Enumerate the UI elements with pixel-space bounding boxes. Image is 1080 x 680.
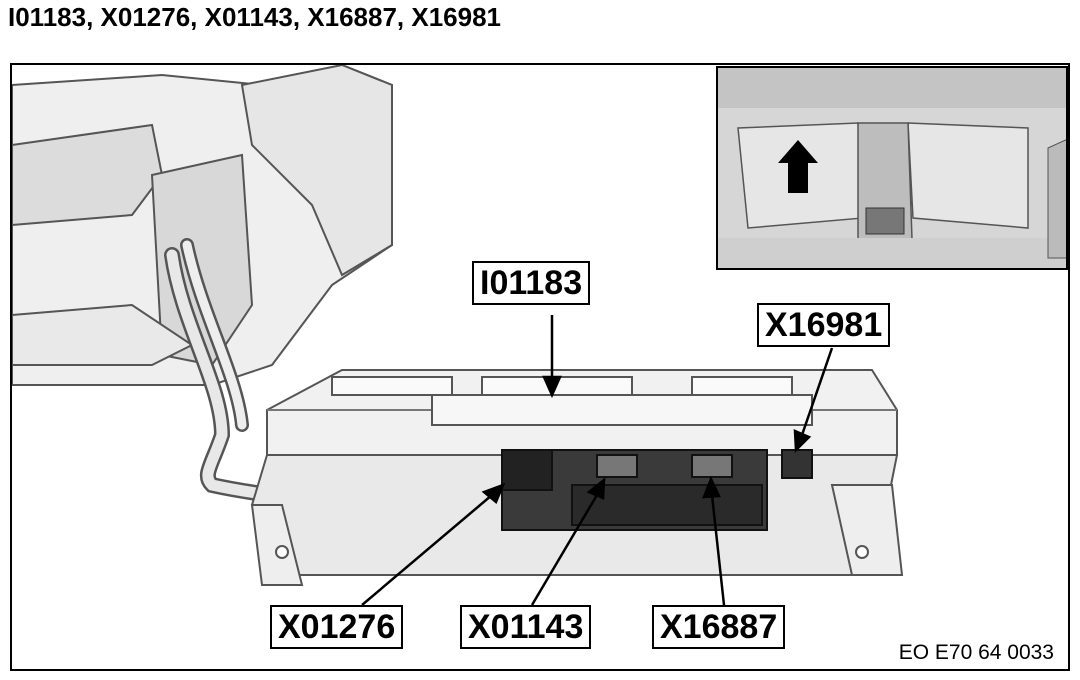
interior-view (718, 68, 1066, 268)
callout-connector-x01143: X01143 (460, 605, 592, 649)
leader-lines (361, 315, 834, 606)
location-inset (716, 66, 1068, 270)
callout-module-i01183: I01183 (472, 261, 591, 305)
callout-connector-x16887: X16887 (652, 605, 786, 649)
figure-reference: EO E70 64 0033 (898, 641, 1054, 664)
callout-connector-x01276: X01276 (270, 605, 404, 649)
diagram-frame: I01183 X16981 X01276 X01143 X16887 EO E7… (10, 63, 1070, 671)
location-arrow-icon (778, 140, 818, 193)
page-title: I01183, X01276, X01143, X16887, X16981 (8, 2, 502, 32)
seat-structure (12, 65, 393, 386)
callout-connector-x16981: X16981 (757, 303, 891, 347)
module-illustration (12, 65, 904, 606)
control-module (250, 369, 904, 586)
